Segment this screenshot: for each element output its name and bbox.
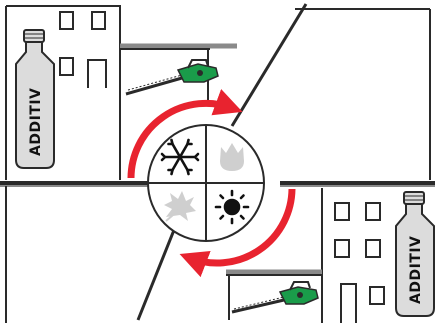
window bbox=[60, 12, 73, 29]
window bbox=[60, 58, 73, 75]
door bbox=[88, 60, 106, 88]
diagonal-line bbox=[232, 4, 306, 126]
window bbox=[92, 12, 105, 29]
sun-icon bbox=[216, 191, 248, 223]
building-bottom-right bbox=[322, 188, 384, 323]
window bbox=[335, 203, 349, 220]
diagonal-line bbox=[138, 225, 176, 320]
window bbox=[366, 240, 380, 257]
door bbox=[341, 284, 356, 323]
window bbox=[370, 287, 384, 304]
seasonal-cycle bbox=[148, 125, 264, 241]
hedge-trimmer-icon bbox=[232, 282, 318, 312]
additive-bottle: ADDITIV bbox=[16, 30, 54, 168]
bottle-label: ADDITIV bbox=[28, 88, 44, 156]
bottle-label: ADDITIV bbox=[408, 236, 424, 304]
additive-bottle: ADDITIV bbox=[396, 192, 434, 316]
window bbox=[366, 203, 380, 220]
building-top-right bbox=[295, 9, 430, 180]
window bbox=[335, 240, 349, 257]
hedge-trimmer-icon bbox=[126, 60, 218, 94]
